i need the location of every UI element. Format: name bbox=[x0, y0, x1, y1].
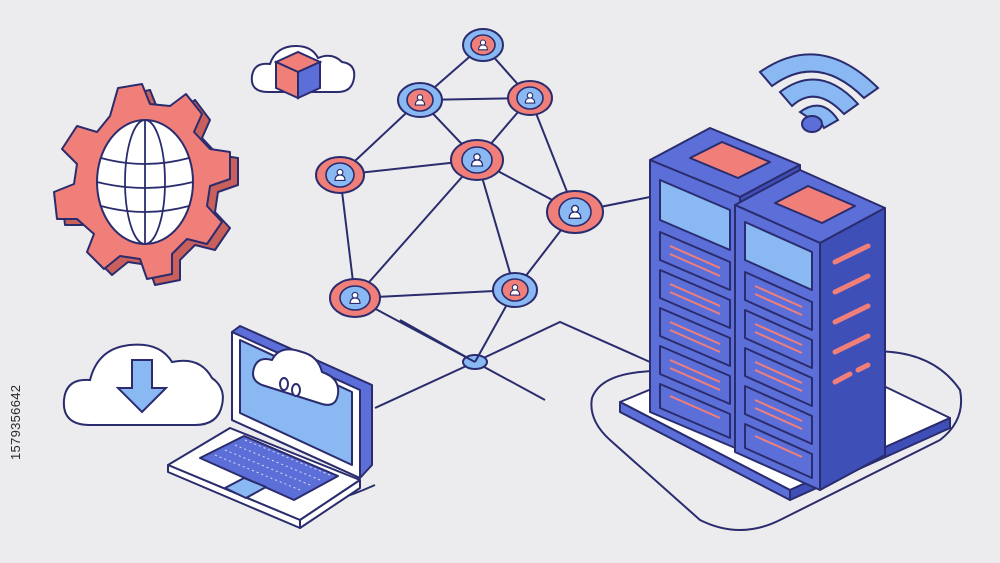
user-node bbox=[315, 156, 365, 194]
wifi-icon bbox=[758, 53, 880, 133]
user-node bbox=[329, 278, 381, 318]
stock-id-text: 1579356642 bbox=[8, 384, 23, 460]
laptop-cloud-icon bbox=[167, 325, 373, 529]
user-node bbox=[450, 139, 504, 181]
user-node bbox=[507, 80, 553, 116]
laptop-trackpad bbox=[224, 477, 267, 499]
user-node bbox=[462, 28, 504, 62]
gear-globe-icon bbox=[53, 83, 239, 286]
cloud-cube-icon bbox=[250, 44, 356, 100]
server-rack-icon bbox=[734, 169, 886, 491]
user-node bbox=[397, 82, 443, 118]
user-node bbox=[492, 272, 538, 308]
network-lines bbox=[339, 44, 661, 363]
user-node bbox=[546, 190, 604, 234]
cloud-download-icon bbox=[62, 343, 224, 426]
